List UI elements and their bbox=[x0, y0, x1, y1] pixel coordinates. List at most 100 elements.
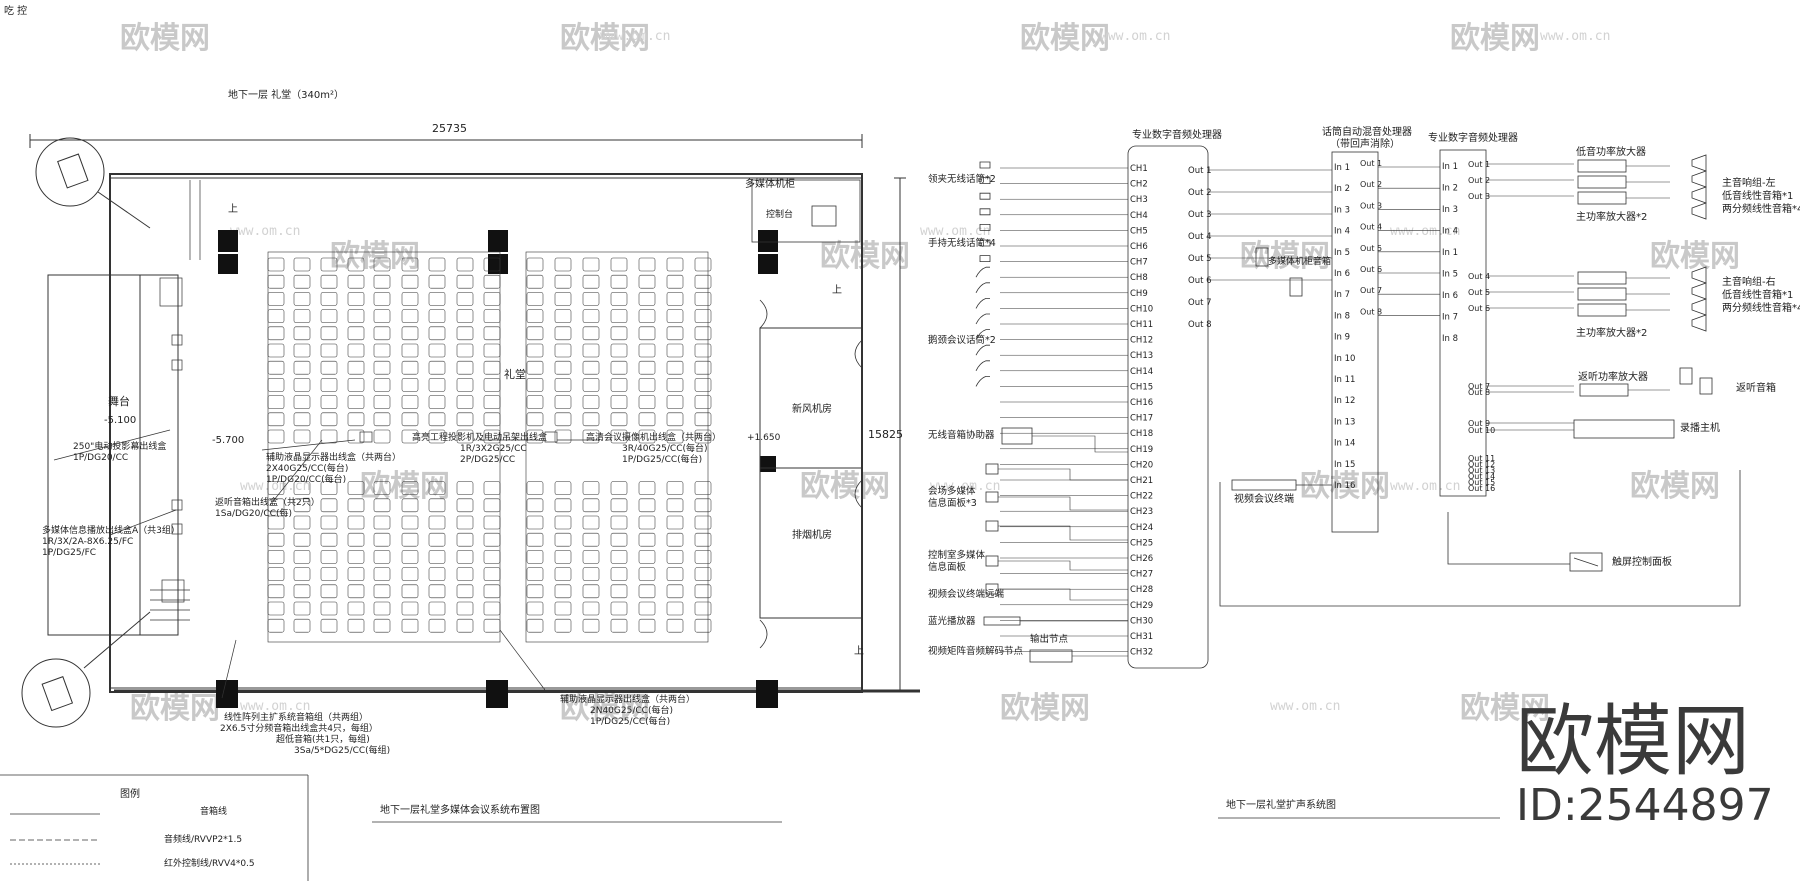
seat bbox=[293, 326, 311, 341]
watermark-logo: 欧模网 bbox=[1000, 691, 1090, 726]
watermark-url: www.om.cn bbox=[230, 224, 300, 239]
ch-label: CH31 bbox=[1130, 632, 1153, 642]
dsp2-out-label: Out 10 bbox=[1468, 426, 1495, 435]
seat bbox=[456, 550, 474, 564]
seat bbox=[582, 274, 600, 289]
seat bbox=[373, 292, 391, 306]
seat bbox=[554, 378, 572, 392]
seat bbox=[267, 584, 285, 599]
seat bbox=[401, 550, 419, 564]
watermark-url: www.om.cn bbox=[240, 699, 310, 714]
seat bbox=[582, 429, 600, 444]
seat bbox=[582, 309, 600, 323]
seat bbox=[582, 567, 600, 581]
seat bbox=[347, 378, 365, 392]
seat bbox=[610, 550, 628, 564]
seat bbox=[638, 481, 656, 495]
ann-info-1: 多媒体信息播放出线盒A（共3组） bbox=[42, 524, 180, 536]
afc-out-label: Out 1 bbox=[1360, 159, 1382, 168]
mic-icon bbox=[979, 239, 991, 247]
seat bbox=[456, 429, 474, 444]
seat bbox=[320, 515, 338, 530]
seat bbox=[610, 360, 628, 375]
seat bbox=[456, 601, 474, 616]
afc-in-label: In 9 bbox=[1334, 333, 1350, 343]
spk-right-3: 两分频线性音箱*4 bbox=[1722, 301, 1800, 314]
seat bbox=[638, 567, 656, 581]
seat bbox=[428, 481, 446, 495]
seat bbox=[401, 481, 419, 495]
seat bbox=[428, 274, 446, 289]
seat bbox=[526, 292, 544, 306]
seat bbox=[638, 378, 656, 392]
watermark-url: www.om.cn bbox=[1100, 29, 1170, 44]
ch-label: CH2 bbox=[1130, 180, 1148, 190]
ann-line-3: 超低音箱(共1只，每组) bbox=[276, 733, 370, 745]
recorder-box bbox=[1573, 419, 1675, 439]
watermark-url: www.om.cn bbox=[1270, 699, 1340, 714]
src-bluray: 蓝光播放器 bbox=[928, 615, 976, 627]
src-wireless-assist: 无线音箱协助器 bbox=[928, 429, 995, 441]
seat bbox=[666, 343, 684, 358]
seat bbox=[666, 515, 684, 530]
ch-label: CH15 bbox=[1130, 382, 1153, 392]
floor-plan: 吃 控 地下一层 礼堂（340m²） 25735 15825 舞台 -5.100… bbox=[4, 4, 920, 823]
mic-icon bbox=[979, 192, 991, 200]
brand-id: ID:2544897 bbox=[1516, 780, 1774, 831]
audio-schematic: 专业数字音频处理器 CH1CH2CH3CH4CH5CH6CH7CH8CH9CH1… bbox=[1000, 125, 1800, 819]
seat bbox=[483, 618, 501, 633]
seat bbox=[293, 274, 311, 289]
seat bbox=[554, 395, 572, 409]
dsp2-in-label: In 7 bbox=[1442, 313, 1458, 323]
ch-label: CH29 bbox=[1130, 601, 1153, 611]
seat bbox=[610, 274, 628, 289]
ch-label: CH22 bbox=[1130, 492, 1153, 502]
seat bbox=[582, 550, 600, 564]
seat bbox=[483, 498, 501, 513]
seat bbox=[694, 515, 712, 530]
seat bbox=[638, 429, 656, 444]
speaker-cone bbox=[1691, 186, 1707, 204]
seat bbox=[267, 326, 285, 341]
dsp1-out-label: Out 6 bbox=[1188, 276, 1212, 286]
seat bbox=[483, 550, 501, 564]
dsp2-out-label: Out 14 bbox=[1468, 472, 1495, 481]
dsp2-out-label: Out 9 bbox=[1468, 419, 1490, 428]
src-ctrl-panel-2: 信息面板 bbox=[928, 561, 967, 573]
seat bbox=[554, 550, 572, 564]
seat bbox=[320, 429, 338, 444]
seat bbox=[554, 532, 572, 547]
seat bbox=[401, 257, 419, 272]
seat bbox=[347, 429, 365, 444]
seat bbox=[456, 481, 474, 495]
afc-in-label: In 10 bbox=[1334, 354, 1355, 364]
seat bbox=[267, 274, 285, 289]
speaker-cone bbox=[1691, 298, 1707, 316]
mic-icon bbox=[979, 208, 991, 216]
seat bbox=[428, 326, 446, 341]
watermark-layer: 欧模网欧模网欧模网欧模网欧模网欧模网欧模网欧模网欧模网欧模网欧模网欧模网欧模网欧… bbox=[120, 21, 1740, 726]
dim-width: 25735 bbox=[432, 122, 467, 135]
seat bbox=[320, 567, 338, 581]
seat bbox=[694, 429, 712, 444]
afc-out-label: Out 8 bbox=[1360, 307, 1382, 316]
seat bbox=[526, 601, 544, 616]
seat bbox=[293, 550, 311, 564]
ch-label: CH13 bbox=[1130, 351, 1153, 361]
seat bbox=[373, 481, 391, 495]
seat bbox=[456, 292, 474, 306]
seat bbox=[526, 309, 544, 323]
seat bbox=[293, 532, 311, 547]
seat bbox=[638, 395, 656, 409]
dsp2-out-label: Out 6 bbox=[1468, 304, 1490, 313]
watermark-url: www.om.cn bbox=[1540, 29, 1610, 44]
seat bbox=[694, 481, 712, 495]
seat bbox=[582, 343, 600, 358]
seat bbox=[694, 532, 712, 547]
seat bbox=[401, 395, 419, 409]
seat bbox=[456, 343, 474, 358]
spk-right-2: 低音线性音箱*1 bbox=[1722, 288, 1793, 301]
seat bbox=[267, 429, 285, 444]
ann-line-1: 线性阵列主扩系统音箱组（共两组） bbox=[224, 711, 368, 723]
seat bbox=[456, 326, 474, 341]
